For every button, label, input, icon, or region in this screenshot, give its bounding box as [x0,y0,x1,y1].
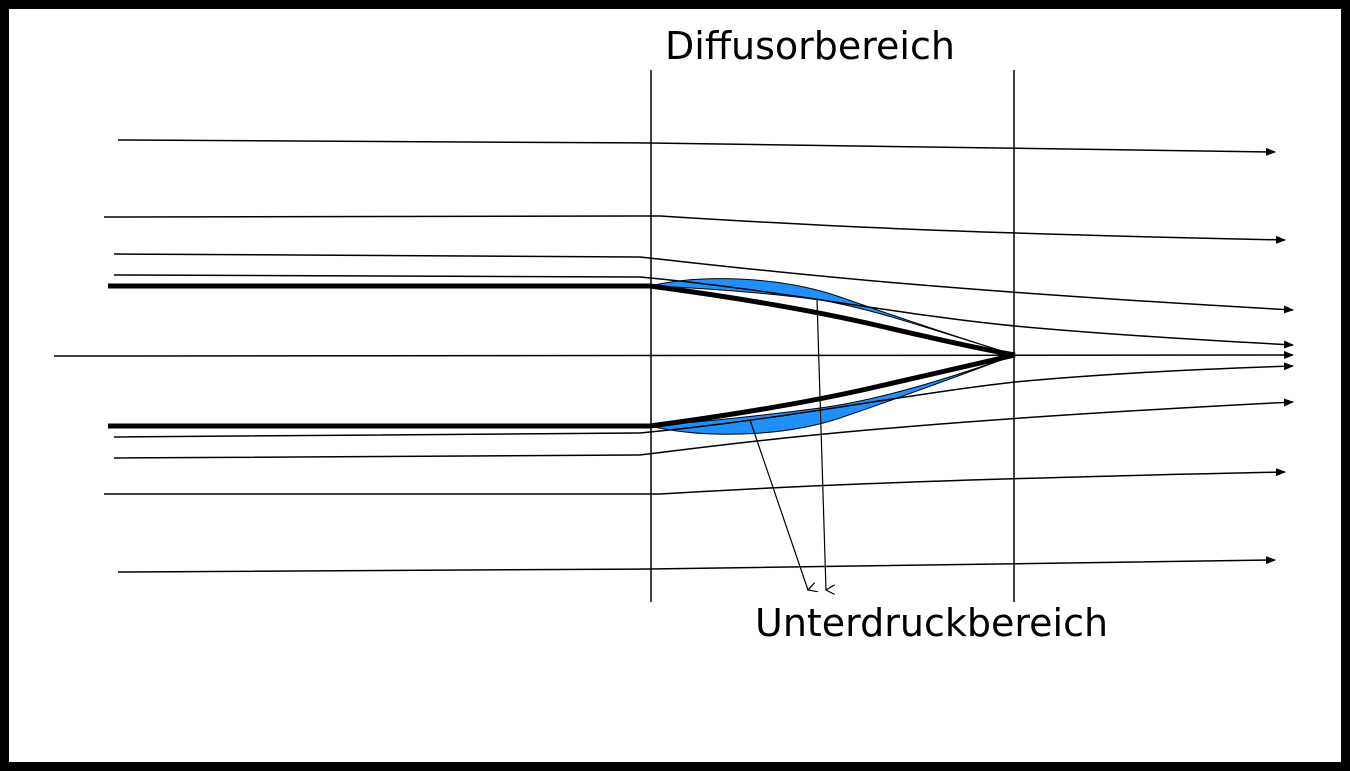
streamlines [53,139,1294,573]
streamline [113,398,1294,459]
diffuser-region-label: Diffusorbereich [665,24,955,68]
streamline [117,556,1276,573]
pointer-line-lower-zone [749,419,808,590]
streamline [117,139,1276,156]
pointer-line-upper-zone [816,299,826,590]
streamline-inner [113,362,1294,438]
low-pressure-region-label: Unterdruckbereich [755,601,1108,645]
duct-wall-upper [108,283,1016,358]
streamline [113,253,1294,314]
streamline [103,215,1286,244]
duct-wall-lower [108,352,1016,429]
streamline [104,468,1286,495]
streamline-axis [53,351,1294,360]
streamline-inner [113,274,1294,349]
